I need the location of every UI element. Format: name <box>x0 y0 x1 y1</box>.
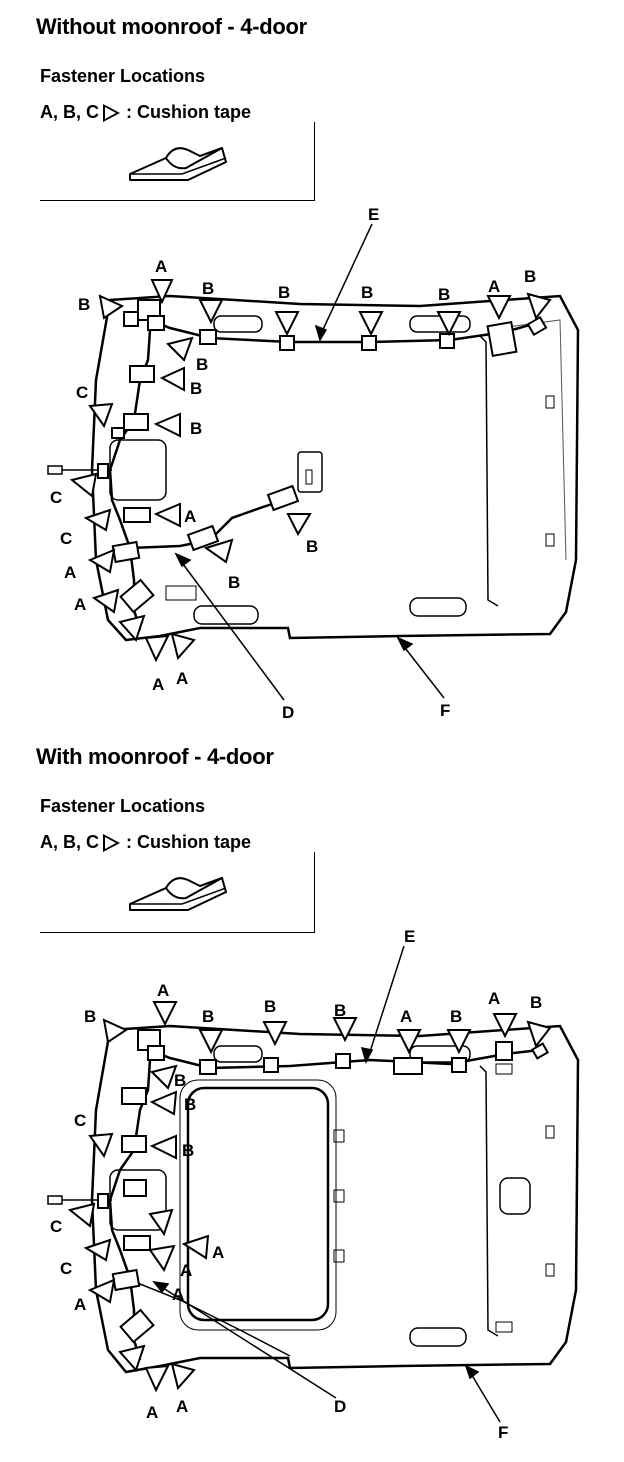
svg-text:B: B <box>264 997 276 1016</box>
callout-F: F <box>498 1423 508 1442</box>
svg-text:B: B <box>190 379 202 398</box>
legend-box <box>40 122 315 201</box>
svg-text:B: B <box>438 285 450 304</box>
callout-F: F <box>440 701 450 720</box>
svg-text:C: C <box>60 529 72 548</box>
fastener-triangle-icon <box>67 1001 552 1393</box>
svg-text:A: A <box>488 277 500 296</box>
svg-text:B: B <box>278 283 290 302</box>
legend-text: : Cushion tape <box>126 832 252 852</box>
fastener-label-A: A <box>155 257 167 276</box>
fastener-locations-heading: Fastener Locations <box>40 796 206 816</box>
svg-text:B: B <box>202 279 214 298</box>
callout-E: E <box>368 205 379 224</box>
fastener-triangle-icon <box>103 103 121 122</box>
fastener-triangle-icon <box>69 279 552 663</box>
svg-text:A: A <box>176 669 188 688</box>
svg-text:B: B <box>202 1007 214 1026</box>
fastener-label-C: C <box>76 383 88 402</box>
callout-E: E <box>404 930 415 946</box>
svg-text:B: B <box>361 283 373 302</box>
svg-text:B: B <box>524 267 536 286</box>
legend-cushion-tape: A, B, C : Cushion tape <box>40 832 251 853</box>
svg-text:A: A <box>157 981 169 1000</box>
cushion-tape-icon <box>129 147 227 181</box>
svg-text:C: C <box>50 488 62 507</box>
fastener-locations-heading: Fastener Locations <box>40 66 206 86</box>
section-title-with-moonroof: With moonroof - 4-door <box>36 744 274 769</box>
legend-letters: A, B, C <box>40 102 100 122</box>
svg-text:B: B <box>174 1071 186 1090</box>
svg-text:C: C <box>50 1217 62 1236</box>
section-title-without-moonroof: Without moonroof - 4-door <box>36 14 307 39</box>
fastener-triangle-icon <box>103 833 121 852</box>
legend-text: : Cushion tape <box>126 102 252 122</box>
svg-text:B: B <box>306 537 318 556</box>
svg-text:C: C <box>60 1259 72 1278</box>
svg-text:A: A <box>184 507 196 526</box>
svg-text:B: B <box>228 573 240 592</box>
callout-D: D <box>282 703 294 720</box>
svg-text:B: B <box>84 1007 96 1026</box>
svg-text:B: B <box>334 1001 346 1020</box>
svg-text:A: A <box>74 595 86 614</box>
svg-text:A: A <box>176 1397 188 1416</box>
svg-text:B: B <box>196 355 208 374</box>
svg-text:C: C <box>74 1111 86 1130</box>
legend-box <box>40 852 315 933</box>
callout-D: D <box>334 1397 346 1416</box>
svg-text:A: A <box>146 1403 158 1422</box>
svg-text:A: A <box>212 1243 224 1262</box>
svg-text:A: A <box>152 675 164 694</box>
svg-text:B: B <box>530 993 542 1012</box>
svg-text:A: A <box>64 563 76 582</box>
cushion-tape-icon <box>129 877 227 911</box>
svg-text:A: A <box>488 989 500 1008</box>
svg-text:B: B <box>450 1007 462 1026</box>
svg-text:B: B <box>182 1141 194 1160</box>
headliner-diagram-without-moonroof: A B B B B B A B B B B C C C A A A B B A … <box>47 205 580 720</box>
headliner-diagram-with-moonroof: A B B B B A B A B B B B C C C A A A A A … <box>47 930 580 1442</box>
svg-text:B: B <box>190 419 202 438</box>
svg-text:A: A <box>400 1007 412 1026</box>
legend-letters: A, B, C <box>40 832 100 852</box>
svg-text:A: A <box>74 1295 86 1314</box>
svg-text:A: A <box>180 1261 192 1280</box>
fastener-label-B: B <box>78 295 90 314</box>
svg-text:B: B <box>184 1095 196 1114</box>
moonroof-opening <box>186 1086 330 1322</box>
legend-cushion-tape: A, B, C : Cushion tape <box>40 102 251 123</box>
